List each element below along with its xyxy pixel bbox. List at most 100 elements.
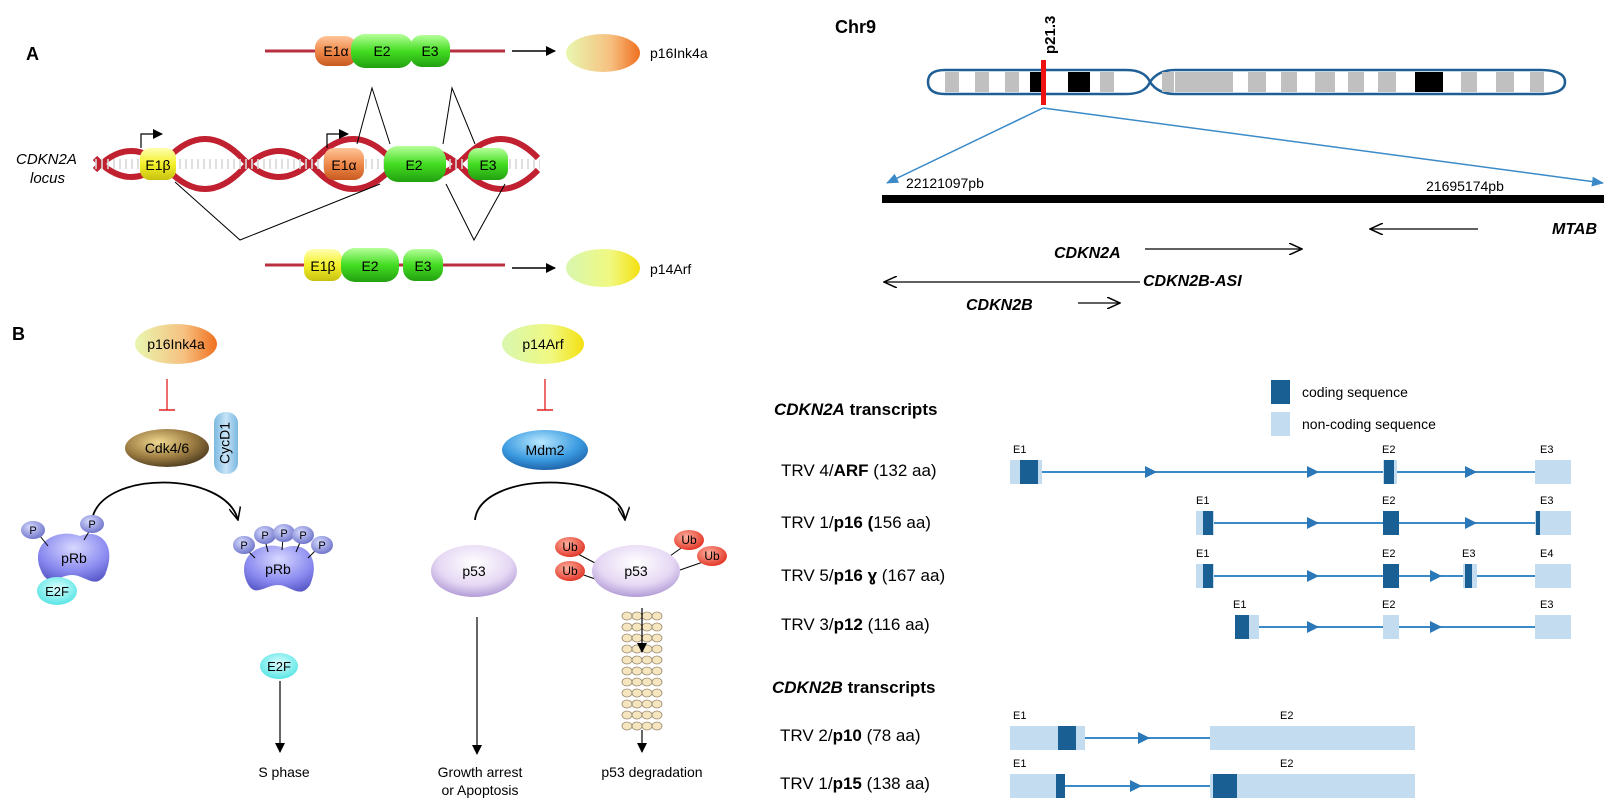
svg-text:E3: E3 — [1462, 548, 1475, 560]
transcript-track-arf: E1 E2 E3 — [1010, 444, 1571, 484]
p14-protein-b — [502, 324, 584, 364]
splicing-lines — [174, 86, 506, 242]
exon-e3-label: E3 — [421, 43, 438, 59]
locus-exon-e3 — [468, 148, 508, 180]
svg-text:E2: E2 — [1382, 495, 1395, 507]
e2f-bound — [37, 577, 77, 605]
svg-text:E1: E1 — [1196, 495, 1209, 507]
svg-text:E3: E3 — [1540, 599, 1553, 611]
transcript-track-p12: E1 E2 E3 — [1233, 599, 1571, 639]
locus-exon-e1a-label: E1α — [331, 157, 356, 173]
p14-protein — [566, 249, 640, 287]
coord-left: 22121097pb — [906, 175, 984, 191]
proteasome — [621, 611, 663, 731]
cdkn2b-transcripts-heading: CDKN2B transcripts — [772, 678, 935, 697]
transcript-label-p12: TRV 3/p12 (116 aa) — [781, 615, 930, 634]
legend-coding-label: coding sequence — [1302, 384, 1408, 400]
prb-right-label: pRb — [265, 561, 291, 577]
zoom-line-right — [1042, 107, 1604, 187]
legend-noncoding-label: non-coding sequence — [1302, 416, 1436, 432]
transcript-label-p16: TRV 1/p16 (156 aa) — [781, 513, 931, 532]
mdm2-protein — [502, 430, 588, 470]
ub-2-label: Ub — [562, 564, 578, 578]
cdk46-protein — [125, 429, 209, 467]
e2f-free — [260, 653, 298, 679]
svg-text:E2: E2 — [1280, 710, 1293, 722]
panel-a-label: A — [26, 44, 39, 64]
p16-protein — [566, 34, 640, 72]
gene-cdkn2a: CDKN2A — [1054, 245, 1121, 262]
phosphate-7-label: P — [318, 540, 325, 552]
exon-e1a-box — [315, 36, 357, 66]
svg-text:E2: E2 — [1382, 599, 1395, 611]
p14-exon-e3-label: E3 — [414, 258, 431, 274]
p14-exon-e2-label: E2 — [361, 258, 378, 274]
phosphate-3-label: P — [240, 540, 247, 552]
band-label: p21.3 — [1042, 16, 1059, 54]
svg-text:E2: E2 — [1382, 444, 1395, 456]
p14-product-label: p14Arf — [650, 261, 691, 277]
p16-protein-b — [135, 324, 217, 364]
legend-noncoding-swatch — [1271, 412, 1290, 436]
cycd1-protein — [214, 412, 238, 474]
p16-protein-b-label: p16Ink4a — [147, 336, 205, 352]
svg-text:E3: E3 — [1540, 444, 1553, 456]
locus-label: CDKN2A — [16, 151, 77, 168]
gene-mtab: MTAB — [1552, 221, 1597, 238]
phosphate-3 — [233, 536, 255, 554]
e2f-bound-label: E2F — [45, 584, 69, 599]
svg-text:E3: E3 — [1540, 495, 1553, 507]
transcript-label-p15: TRV 1/p15 (138 aa) — [780, 774, 930, 793]
transcript-label-p10: TRV 2/p10 (78 aa) — [780, 726, 920, 745]
locus-exon-e2-label: E2 — [405, 157, 422, 173]
p53-protein — [431, 545, 517, 597]
prb-complex-left: pRb E2F P P — [21, 515, 110, 605]
chromosome-ideogram — [926, 60, 1567, 105]
gene-cdkn2b: CDKN2B — [966, 297, 1033, 314]
transcript-track-p15: E1 E2 — [1010, 758, 1415, 798]
phosphate-6 — [292, 526, 314, 544]
p14-exon-e3 — [403, 249, 443, 281]
svg-text:E4: E4 — [1540, 548, 1553, 560]
svg-text:E1: E1 — [1013, 444, 1026, 456]
p14-protein-b-label: p14Arf — [522, 336, 563, 352]
ub-1 — [555, 537, 585, 557]
legend-coding-swatch — [1271, 380, 1290, 404]
exon-e2-box — [351, 34, 413, 68]
gene-cdkn2b-asi: CDKN2B-ASI — [1143, 273, 1242, 290]
degradation-label: p53 degradation — [601, 764, 702, 780]
ub-4 — [697, 546, 727, 566]
ub-4-label: Ub — [704, 549, 720, 563]
exon-e1a-label: E1α — [323, 43, 348, 59]
phosphate-5-label: P — [280, 528, 287, 540]
phosphate-4 — [254, 526, 276, 544]
locus-exon-e1b — [140, 148, 176, 180]
mdm2-arrow — [474, 481, 625, 521]
panel-b-label: B — [12, 324, 25, 344]
ub-3 — [674, 530, 704, 550]
s-phase-label: S phase — [258, 764, 310, 780]
p53-ub-label: p53 — [624, 563, 648, 579]
phosphate-2 — [80, 515, 104, 533]
transcript-track-p16: E1 E2 E3 — [1196, 495, 1571, 535]
transcript-label-p16-gamma: TRV 5/p16 ɣ (167 aa) — [781, 566, 945, 585]
phosphate-4-label: P — [261, 530, 268, 542]
transcript-track-p10: E1 E2 — [1010, 710, 1415, 750]
ub-1-label: Ub — [562, 540, 578, 554]
exon-e2-label: E2 — [373, 43, 390, 59]
p16-transcript: E1α E2 E3 p16Ink4a — [265, 34, 708, 72]
prb-left-label: pRb — [61, 550, 87, 566]
p53-ub-protein — [592, 545, 680, 597]
phosphate-6-label: P — [299, 530, 306, 542]
locus-exon-e3-label: E3 — [479, 157, 496, 173]
p53-label: p53 — [462, 563, 486, 579]
zoom-line-left — [886, 107, 1044, 184]
region-bar — [882, 195, 1604, 203]
chromosome-name: Chr9 — [835, 17, 876, 37]
svg-text:E2: E2 — [1382, 548, 1395, 560]
svg-text:E1: E1 — [1013, 758, 1026, 770]
prb-complex-right: pRb P P P P P — [233, 524, 333, 592]
coord-right: 21695174pb — [1426, 178, 1504, 194]
promoter-e1a-arrow — [326, 129, 349, 148]
svg-text:E1: E1 — [1233, 599, 1246, 611]
